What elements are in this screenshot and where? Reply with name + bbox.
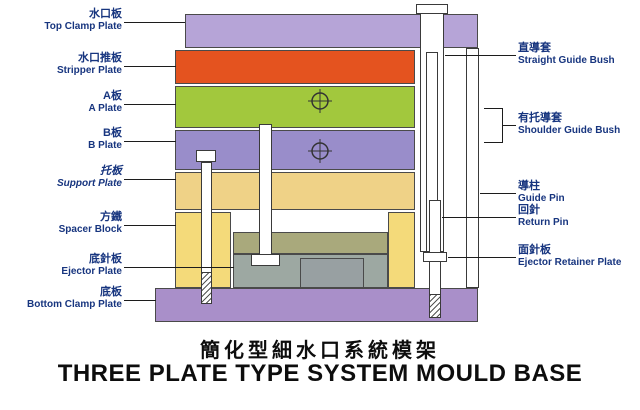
stripper-plate-shape <box>175 50 415 84</box>
label-support-plate-en: Support Plate <box>56 178 122 189</box>
label-top-clamp-plate-en: Top Clamp Plate <box>44 21 122 32</box>
leader-top-clamp-plate <box>124 22 185 23</box>
label-guide-pin: 導柱 Guide Pin <box>518 180 640 205</box>
puller-bolt-head <box>196 150 216 162</box>
label-ejector-retainer-plate-zh: 面針板 <box>518 244 551 256</box>
leader-bottom-clamp-plate <box>124 300 156 301</box>
label-a-plate: A板 A Plate <box>0 90 122 115</box>
label-return-pin-zh: 回針 <box>518 204 540 216</box>
label-guide-pin-zh: 導柱 <box>518 180 540 192</box>
center-mark-icon <box>308 89 332 113</box>
diagram-title-chinese: 簡化型細水口系統模架 <box>200 340 440 362</box>
label-straight-guide-bush-en: Straight Guide Bush <box>518 55 615 66</box>
label-straight-guide-bush: 直導套 Straight Guide Bush <box>518 42 640 67</box>
label-ejector-retainer-plate: 面針板 Ejector Retainer Plate <box>518 244 640 269</box>
label-return-pin: 回針 Return Pin <box>518 204 640 229</box>
leader-return-pin <box>442 217 516 218</box>
label-top-clamp-plate: 水口板 Top Clamp Plate <box>0 8 122 33</box>
leader-spacer-block <box>124 225 176 226</box>
ejector-retainer-plate-shape <box>233 232 388 254</box>
label-support-plate-zh: 托板 <box>100 165 122 177</box>
ejector-boss-shape <box>300 258 364 288</box>
label-ejector-plate: 底針板 Ejector Plate <box>0 253 122 278</box>
return-pin-shoulder <box>423 252 447 262</box>
label-shoulder-guide-bush-en: Shoulder Guide Bush <box>518 125 621 136</box>
label-bottom-clamp-plate: 底板 Bottom Clamp Plate <box>0 286 122 311</box>
support-plate-shape <box>175 172 415 210</box>
sprue-puller-pin-base <box>251 254 280 266</box>
label-stripper-plate-en: Stripper Plate <box>56 65 122 76</box>
label-ejector-plate-zh: 底針板 <box>89 253 122 265</box>
leader-straight-guide-bush <box>445 55 516 56</box>
center-mark-icon <box>308 139 332 163</box>
leader-shoulder-bush-tick-bottom <box>484 142 502 143</box>
label-b-plate-zh: B板 <box>103 127 122 139</box>
label-spacer-block-zh: 方鐵 <box>100 211 122 223</box>
diagram-title-english: THREE PLATE TYPE SYSTEM MOULD BASE <box>57 360 583 387</box>
label-shoulder-guide-bush: 有托導套 Shoulder Guide Bush <box>518 112 640 137</box>
leader-support-plate <box>124 179 176 180</box>
leader-shoulder-bush-tick-top <box>484 108 502 109</box>
label-b-plate: B板 B Plate <box>0 127 122 152</box>
leader-ejector-plate <box>124 267 234 268</box>
label-spacer-block: 方鐵 Spacer Block <box>0 211 122 236</box>
leader-guide-pin <box>480 193 516 194</box>
label-a-plate-en: A Plate <box>88 103 122 114</box>
label-straight-guide-bush-zh: 直導套 <box>518 42 551 54</box>
sprue-puller-pin <box>259 124 272 256</box>
return-pin-thread <box>429 294 441 318</box>
label-bottom-clamp-plate-zh: 底板 <box>100 286 122 298</box>
leader-stripper-plate <box>124 66 176 67</box>
leader-shoulder-bush-connector <box>502 125 516 126</box>
label-spacer-block-en: Spacer Block <box>58 224 122 235</box>
label-top-clamp-plate-zh: 水口板 <box>89 8 122 20</box>
label-ejector-retainer-plate-en: Ejector Retainer Plate <box>518 257 622 268</box>
label-a-plate-zh: A板 <box>103 90 122 102</box>
label-return-pin-en: Return Pin <box>518 217 569 228</box>
label-shoulder-guide-bush-zh: 有托導套 <box>518 112 562 124</box>
leader-b-plate <box>124 141 176 142</box>
label-b-plate-en: B Plate <box>88 140 122 151</box>
label-stripper-plate-zh: 水口推板 <box>78 52 122 64</box>
puller-bolt-thread <box>201 272 212 304</box>
a-plate-shape <box>175 86 415 128</box>
label-ejector-plate-en: Ejector Plate <box>61 266 122 277</box>
label-stripper-plate: 水口推板 Stripper Plate <box>0 52 122 77</box>
label-support-plate: 托板 Support Plate <box>0 165 122 190</box>
label-guide-pin-en: Guide Pin <box>518 193 565 204</box>
leader-ejector-retainer-plate <box>448 257 516 258</box>
shoulder-guide-pin-shape <box>466 48 479 288</box>
spacer-block-right-shape <box>388 212 415 288</box>
leader-a-plate <box>124 104 176 105</box>
label-bottom-clamp-plate-en: Bottom Clamp Plate <box>26 299 122 310</box>
